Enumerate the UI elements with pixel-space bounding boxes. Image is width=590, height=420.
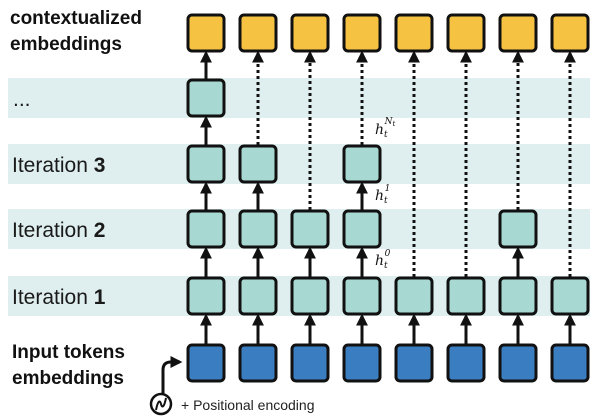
iteration-1-box-col7 <box>498 276 538 316</box>
iteration-1-box-col3 <box>290 276 330 316</box>
iteration-1-box-col6 <box>446 276 486 316</box>
state-label-h-t-1: ht1 <box>375 184 390 206</box>
output-box-col5 <box>394 13 434 53</box>
iteration-1-box-col1 <box>186 276 226 316</box>
state-label-h-t-N: htNt <box>375 117 396 140</box>
input-box-col2 <box>238 343 278 383</box>
input-label-line1: Input tokens <box>12 342 125 363</box>
connector-layer <box>200 50 576 344</box>
state-label-h-t-0: ht0 <box>375 249 391 271</box>
input-box-col3 <box>290 343 330 383</box>
output-box-col2 <box>238 13 278 53</box>
iteration-1-label: Iteration 1 <box>12 286 106 309</box>
iteration-2-box-col7 <box>498 209 538 249</box>
positional-encoding-connector <box>161 356 183 399</box>
iteration-3-box-col1 <box>186 144 226 184</box>
output-box-col3 <box>290 13 330 53</box>
iteration-1-box-col5 <box>394 276 434 316</box>
output-label-line1: contextualized <box>10 8 142 29</box>
iteration-2-box-col3 <box>290 209 330 249</box>
input-box-col1 <box>186 343 226 383</box>
row-band-dots <box>8 78 590 118</box>
input-label-line2: embeddings <box>12 368 124 389</box>
output-box-col1 <box>186 13 226 53</box>
dots-label: ... <box>13 88 31 111</box>
iteration-2-box-col4 <box>342 209 382 249</box>
dots-box-col1 <box>186 78 226 118</box>
iteration-3-box-col2 <box>238 144 278 184</box>
input-box-col8 <box>550 343 590 383</box>
iteration-1-box-col8 <box>550 276 590 316</box>
sine-wave-curve <box>155 397 167 411</box>
positional-encoding-label: + Positional encoding <box>181 397 315 413</box>
iteration-3-box-col4 <box>342 144 382 184</box>
output-box-col7 <box>498 13 538 53</box>
output-label-line2: embeddings <box>10 34 122 55</box>
output-box-col4 <box>342 13 382 53</box>
input-box-col7 <box>498 343 538 383</box>
iteration-3-label: Iteration 3 <box>12 154 105 177</box>
output-box-col6 <box>446 13 486 53</box>
input-box-col5 <box>394 343 434 383</box>
input-box-col4 <box>342 343 382 383</box>
row-band-iteration-3 <box>8 144 590 184</box>
iteration-2-box-col1 <box>186 209 226 249</box>
positional-encoding: + Positional encoding <box>149 356 315 416</box>
input-box-col6 <box>446 343 486 383</box>
iteration-1-box-col2 <box>238 276 278 316</box>
box-layer <box>186 13 590 383</box>
iteration-1-box-col4 <box>342 276 382 316</box>
iteration-2-box-col2 <box>238 209 278 249</box>
output-box-col8 <box>550 13 590 53</box>
iteration-2-label: Iteration 2 <box>12 219 105 242</box>
